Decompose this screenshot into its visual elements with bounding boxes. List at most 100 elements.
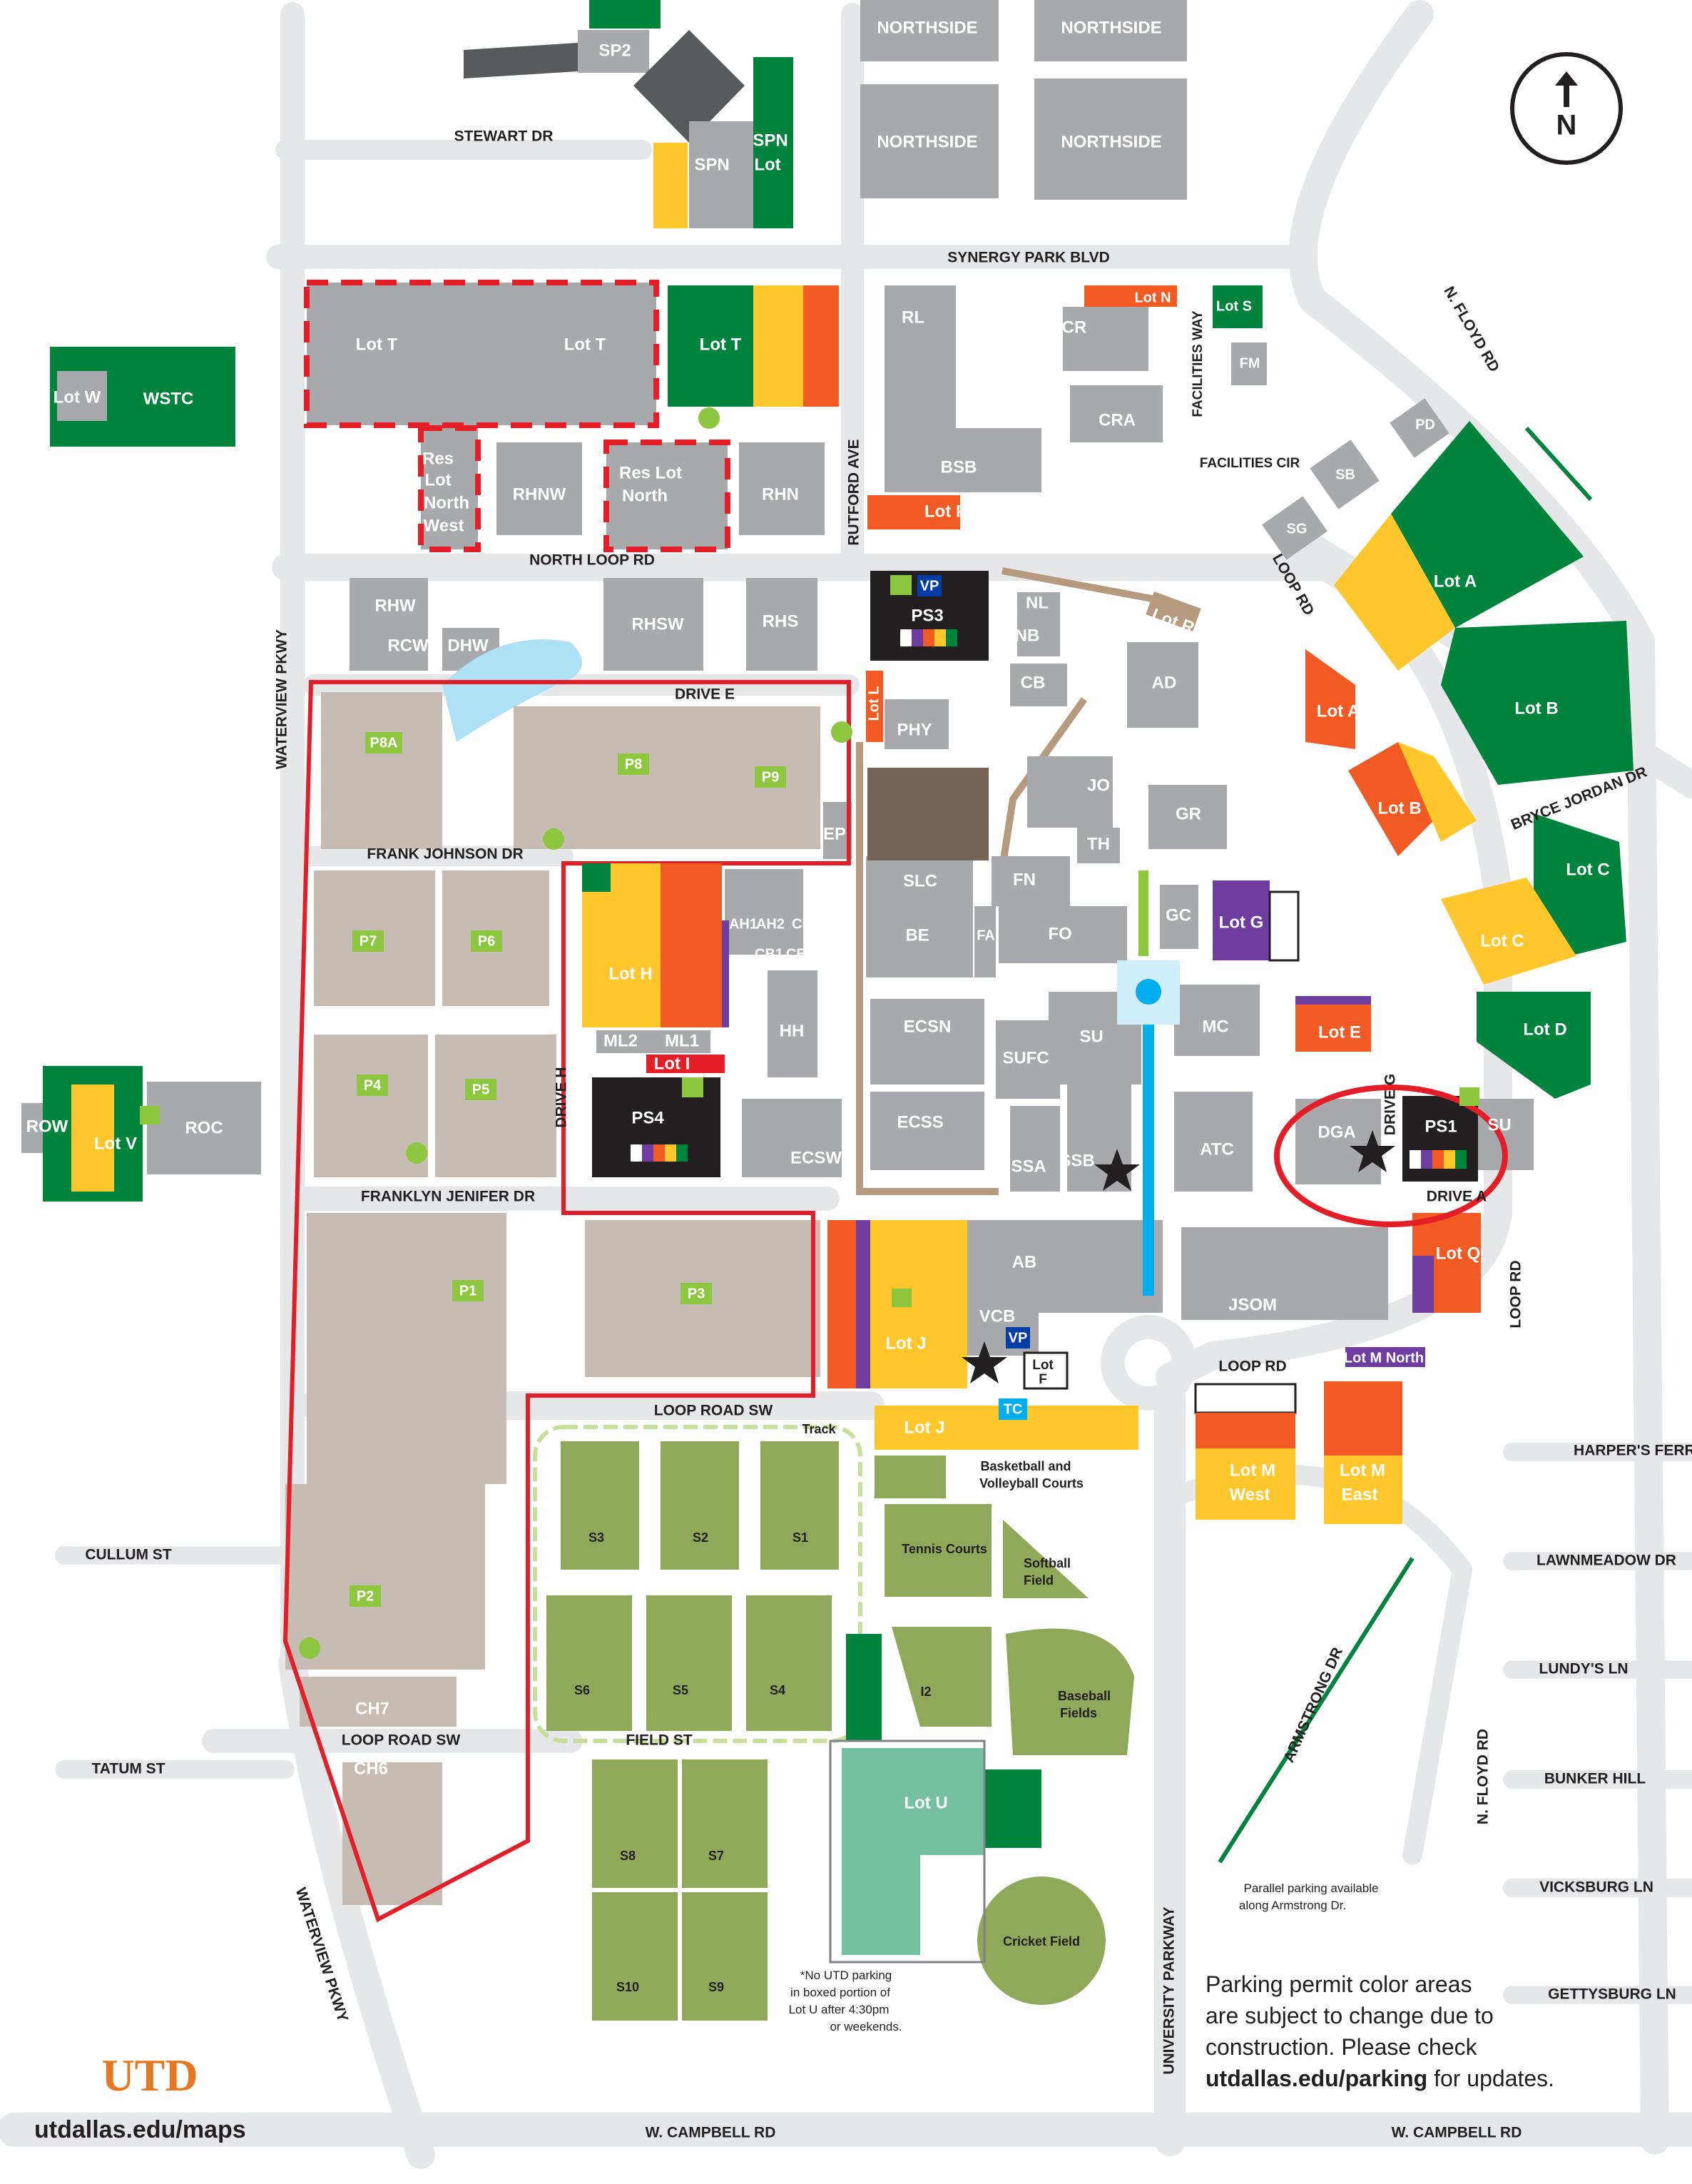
apartments-p8a — [321, 692, 442, 849]
label-rhsw: RHSW — [631, 614, 684, 634]
label-lawnmeadow: LAWNMEADOW DR — [1536, 1553, 1676, 1569]
label-drive-g: DRIVE G — [1382, 1074, 1399, 1135]
label-cb2: CB2 — [786, 946, 815, 962]
building-rhs — [746, 578, 817, 671]
label-nl: NL — [1026, 593, 1049, 612]
label-gr: GR — [1176, 804, 1201, 823]
building-spn — [689, 121, 753, 228]
label-baseball-2: Fields — [1060, 1706, 1097, 1720]
label-armstrong: ARMSTRONG DR — [1280, 1645, 1346, 1765]
disclaimer-suffix: for updates. — [1427, 2066, 1554, 2091]
label-lot-m-north: Lot M North — [1344, 1350, 1424, 1366]
label-lot-t3: Lot T — [700, 335, 742, 354]
label-be: BE — [905, 925, 929, 945]
apartments-p5 — [435, 1035, 556, 1177]
label-lot-v: Lot V — [94, 1134, 137, 1153]
lot-j-purple — [856, 1220, 870, 1388]
label-lot-m-east-1: Lot M — [1340, 1461, 1385, 1480]
pond — [442, 639, 582, 742]
label-courts-2: Volleyball Courts — [979, 1476, 1084, 1490]
ev-charging-icon-ps4 — [682, 1077, 703, 1097]
label-ps3: PS3 — [911, 606, 943, 625]
building-fn — [992, 856, 1070, 906]
compass-label: N — [1556, 110, 1577, 141]
label-field-st: FIELD ST — [626, 1732, 693, 1749]
garage-ps1-color-legend — [1410, 1150, 1467, 1169]
label-harpers: HARPER'S FERRY — [1574, 1443, 1692, 1459]
building-mc — [1174, 985, 1260, 1056]
armstrong-parallel-parking — [1218, 1557, 1415, 1864]
label-s6: S6 — [574, 1683, 590, 1697]
building-rhn — [739, 442, 825, 535]
maps-link[interactable]: utdallas.edu/maps — [34, 2116, 246, 2143]
label-northside-4: NORTHSIDE — [1061, 132, 1161, 151]
label-th: TH — [1087, 834, 1110, 853]
label-ssb: SSB — [1059, 1151, 1094, 1170]
garage-ps3-color-legend — [900, 629, 957, 646]
building-be — [866, 906, 973, 977]
apartment-complex — [285, 692, 820, 1905]
courts-tennis — [885, 1504, 992, 1597]
road-floyd-top — [1288, 0, 1669, 2155]
label-wstc: WSTC — [143, 389, 194, 408]
label-track: Track — [802, 1422, 836, 1436]
label-lot-s: Lot S — [1216, 298, 1252, 314]
building-rl — [885, 285, 956, 428]
label-s10: S10 — [616, 1980, 639, 1994]
label-rl: RL — [902, 308, 924, 327]
lot-g-hatch — [1268, 890, 1300, 962]
building-labels: NORTHSIDE NORTHSIDE NORTHSIDE NORTHSIDE … — [26, 18, 1512, 1778]
label-lot-j1: Lot J — [885, 1334, 926, 1353]
apartments-p2 — [285, 1484, 485, 1670]
label-lot-c2: Lot C — [1480, 931, 1524, 950]
label-jo: JO — [1087, 776, 1110, 795]
disclaimer-line-1: Parking permit color areas — [1206, 1971, 1472, 1997]
label-ml1: ML1 — [665, 1031, 699, 1050]
building-sp2-wing — [464, 43, 578, 78]
building-sp2 — [578, 30, 649, 73]
building-northside-3 — [860, 84, 999, 198]
label-sb: SB — [1335, 467, 1355, 482]
lot-h-orange — [661, 863, 722, 1027]
lot-p-red — [867, 495, 960, 529]
construction-zone — [867, 768, 989, 860]
label-lundys: LUNDY'S LN — [1539, 1661, 1628, 1677]
label-lot-m-west-1: Lot M — [1230, 1461, 1275, 1480]
label-vicksburg: VICKSBURG LN — [1539, 1879, 1653, 1896]
label-stewart: STEWART DR — [454, 128, 554, 145]
label-i2: I2 — [920, 1685, 931, 1699]
lot-a2-orange — [1305, 649, 1355, 749]
label-p9: P9 — [762, 769, 779, 785]
courts-basketball — [875, 1456, 946, 1498]
building-sg — [1262, 496, 1327, 560]
note-lot-u-4: or weekends. — [830, 2020, 902, 2033]
fountain-center — [1136, 979, 1161, 1005]
label-lot-m-west-2: West — [1230, 1485, 1270, 1504]
label-sg: SG — [1287, 521, 1308, 537]
label-northside-1: NORTHSIDE — [877, 18, 977, 37]
label-lot-f-1: Lot — [1032, 1358, 1054, 1373]
label-courts-1: Basketball and — [980, 1459, 1071, 1473]
parking-link[interactable]: utdallas.edu/parking — [1206, 2066, 1427, 2091]
ev-charging-icon-lot-v — [140, 1106, 160, 1124]
label-p1: P1 — [459, 1283, 476, 1299]
lot-c-green — [1534, 813, 1626, 956]
label-north-loop: NORTH LOOP RD — [529, 552, 655, 569]
label-ecsw: ECSW — [790, 1148, 842, 1167]
field-s3 — [561, 1441, 639, 1570]
label-p3: P3 — [688, 1286, 705, 1301]
label-loop-road-sw-1: LOOP ROAD SW — [654, 1403, 773, 1419]
label-nb: NB — [1015, 626, 1040, 645]
label-lot-c1: Lot C — [1566, 860, 1609, 879]
athletics-complex — [533, 1425, 1134, 2021]
label-ad: AD — [1152, 673, 1177, 692]
label-jsom: JSOM — [1228, 1295, 1277, 1314]
label-s2: S2 — [693, 1530, 708, 1545]
building-pd — [1390, 398, 1449, 458]
highlight-ring — [1274, 1085, 1508, 1227]
label-fa: FA — [977, 928, 995, 943]
east-core-lots — [1213, 880, 1508, 1313]
building-ecsw — [742, 1099, 842, 1177]
star-icon — [1094, 1149, 1140, 1191]
label-mc: MC — [1202, 1017, 1228, 1036]
